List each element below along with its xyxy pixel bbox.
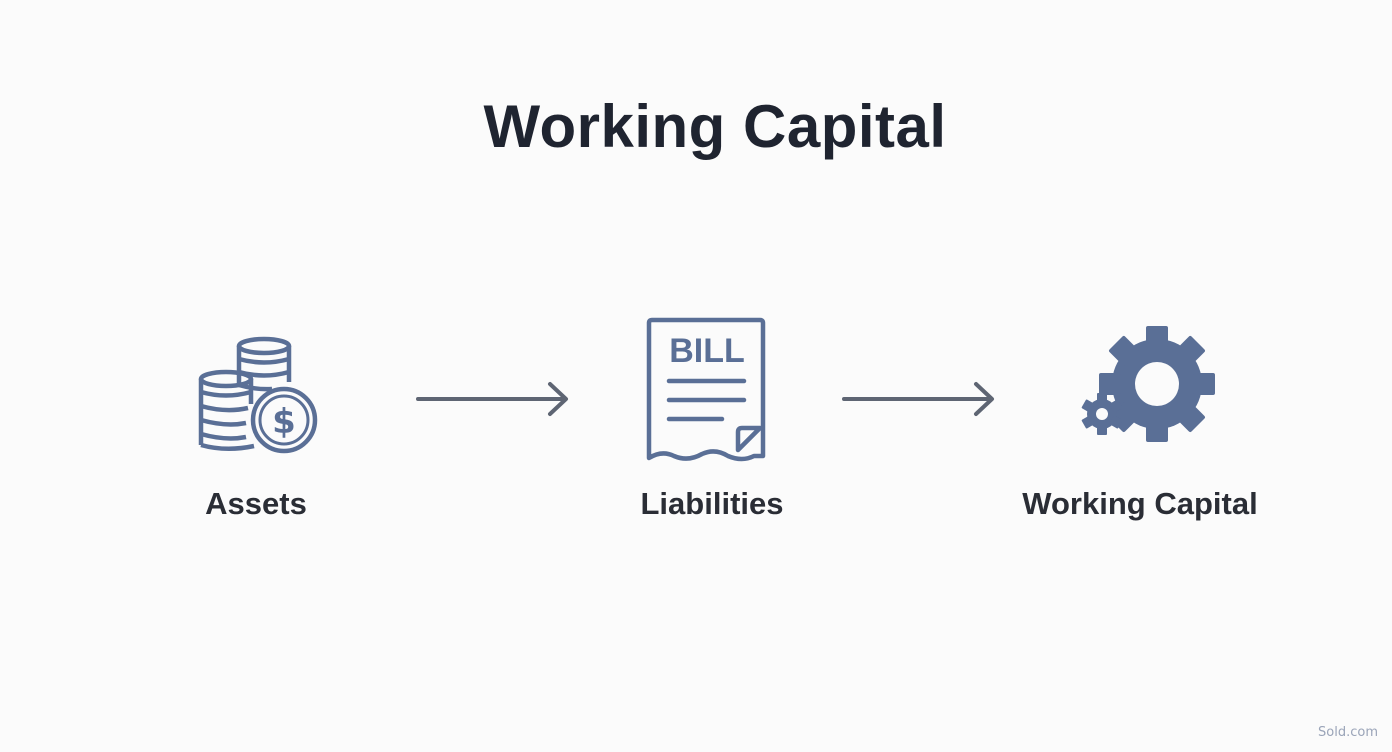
svg-text:$: $ (272, 402, 296, 442)
coins-dollar-icon: $ (198, 336, 318, 454)
arrow-right-icon (416, 382, 568, 416)
node-label-assets: Assets (205, 486, 307, 521)
node-label-liabilities: Liabilities (640, 486, 784, 521)
arrow-right-icon (842, 382, 994, 416)
gears-icon (1081, 326, 1215, 442)
watermark: Sold.com (1318, 725, 1378, 740)
diagram-title: Working Capital (483, 93, 947, 160)
node-liabilities: BILL Liabilities (552, 300, 872, 540)
bill-icon-text: BILL (669, 332, 745, 370)
node-assets: $ Assets (96, 300, 416, 540)
bill-document-icon: BILL (646, 317, 766, 462)
node-label-working-capital: Working Capital (1022, 486, 1258, 521)
node-working-capital: Working Capital (980, 300, 1300, 540)
